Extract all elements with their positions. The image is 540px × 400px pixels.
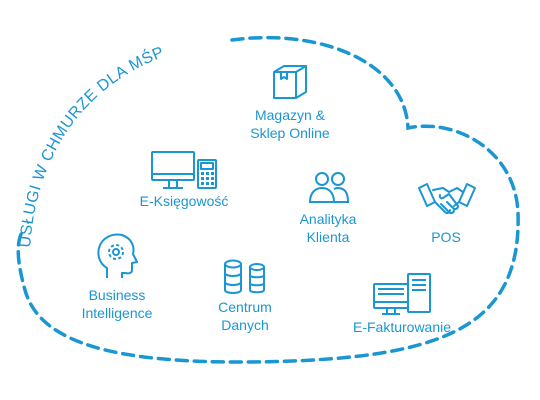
service-label-pos: POS [431, 229, 461, 245]
desktop-tower-icon [373, 273, 431, 315]
service-label-ksiegowosc: E-Księgowość [139, 193, 229, 209]
service-label-bi: Business Intelligence [81, 287, 153, 321]
computer-calculator-icon [151, 151, 217, 189]
cloud-dashed-border [16, 35, 520, 364]
service-label-analityka: Analityka Klienta [299, 211, 357, 245]
handshake-icon [418, 183, 476, 215]
service-label-magazyn: Magazyn & Sklep Online [250, 107, 330, 141]
head-gear-icon [97, 233, 138, 278]
database-icon [224, 259, 265, 294]
diagram-title: USŁUGI W CHMURZE DLA MŚP [17, 44, 167, 248]
service-label-centrum: Centrum Danych [218, 299, 272, 333]
service-label-efakturowanie: E-Fakturowanie [352, 319, 452, 335]
users-icon [308, 172, 350, 203]
box-icon [273, 65, 307, 99]
